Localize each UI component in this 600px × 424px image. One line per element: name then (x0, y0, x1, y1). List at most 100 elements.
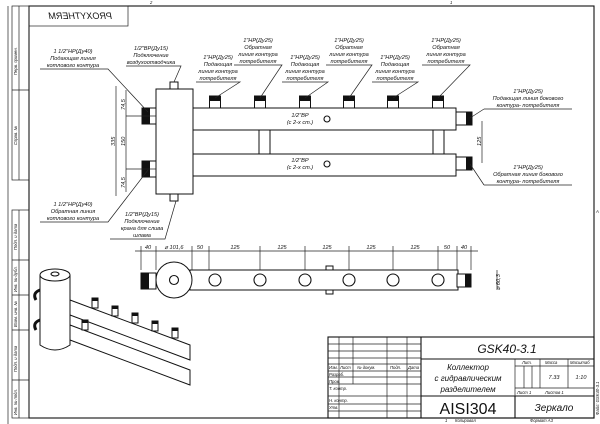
svg-text:Н. контр.: Н. контр. (329, 398, 348, 403)
svg-text:Листов 1: Листов 1 (544, 390, 564, 395)
svg-text:1/2"ВР(Ду15): 1/2"ВР(Ду15) (125, 212, 159, 218)
svg-text:Разраб.: Разраб. (329, 372, 344, 377)
dimension-label: 40 (461, 245, 468, 251)
pipe-connector (432, 129, 445, 155)
side-return-nipple (466, 157, 472, 170)
zone-label: 2 (149, 0, 153, 5)
svg-text:Подающая линия бокового: Подающая линия бокового (493, 96, 564, 102)
dimension-label: 125 (366, 245, 376, 251)
dimension-label: 125 (277, 245, 287, 251)
svg-text:1 1/2"НР(Ду40): 1 1/2"НР(Ду40) (54, 49, 93, 55)
svg-text:котлового контура: котлового контура (47, 216, 99, 222)
svg-text:1"НР(Ду25): 1"НР(Ду25) (380, 55, 410, 61)
svg-text:Пров.: Пров. (329, 379, 340, 384)
svg-text:Лит.: Лит. (521, 360, 532, 365)
svg-text:линия контура: линия контура (284, 69, 324, 75)
svg-text:Утв.: Утв. (329, 405, 339, 410)
outlet-hole (298, 273, 312, 287)
mass-value: 7.33 (549, 375, 561, 381)
svg-text:потребителя: потребителя (287, 76, 324, 82)
svg-text:1/2"ВР: 1/2"ВР (291, 158, 308, 164)
svg-text:котлового контура: котлового контура (47, 63, 99, 69)
product-name: Коллектор (447, 363, 489, 372)
svg-text:потребителя: потребителя (200, 76, 237, 82)
svg-text:потребителя: потребителя (331, 59, 368, 65)
dimension-label: 50 (197, 245, 204, 251)
dimension-label: 125 (410, 245, 420, 251)
svg-text:1"НР(Ду25): 1"НР(Ду25) (334, 38, 364, 44)
svg-text:потребителя: потребителя (240, 59, 277, 65)
svg-text:Подп.: Подп. (390, 365, 401, 370)
dimension-label: ⌀ 60,3 (496, 273, 502, 290)
svg-text:потребителя: потребителя (377, 76, 414, 82)
svg-text:1"НР(Ду25): 1"НР(Ду25) (513, 89, 543, 95)
svg-text:Подключение: Подключение (133, 53, 168, 59)
svg-text:Подающая: Подающая (204, 62, 233, 68)
svg-text:1/2"ВР: 1/2"ВР (291, 113, 308, 119)
dimension-label: 125 (322, 245, 332, 251)
dimension-label: 50 (444, 245, 451, 251)
dimension-label: ⌀ 101,6 (165, 245, 185, 251)
outlet-hole (431, 273, 445, 287)
svg-text:линия контура: линия контура (374, 69, 414, 75)
sensor-port-icon (323, 160, 331, 168)
svg-text:Масса: Масса (545, 360, 558, 365)
dimension-label: 335 (111, 136, 117, 146)
svg-text:Обратная линия бокового: Обратная линия бокового (493, 172, 563, 178)
svg-text:потребителя: потребителя (428, 59, 465, 65)
svg-text:1"НР(Ду25): 1"НР(Ду25) (243, 38, 273, 44)
dimension-label: 125 (477, 136, 483, 146)
dimension-label: 74,5 (121, 98, 127, 110)
svg-text:линия контура: линия контура (237, 52, 277, 58)
pipe-connector (258, 129, 271, 155)
callouts: 1 1/2"НР(Ду40) Подающая линия котлового … (40, 38, 572, 240)
hydraulic-separator (155, 88, 194, 195)
model-name: GSK40-3.1 (477, 342, 536, 356)
outlet-hole (208, 273, 222, 287)
dimension-label: 74,5 (121, 176, 127, 188)
side-supply-nipple (466, 112, 472, 125)
svg-text:Масштаб: Масштаб (570, 360, 590, 365)
svg-text:Обратная: Обратная (244, 45, 272, 51)
svg-text:Дата: Дата (407, 365, 420, 370)
svg-text:1"НР(Ду25): 1"НР(Ду25) (431, 38, 461, 44)
svg-text:Обратная: Обратная (335, 45, 363, 51)
svg-text:1/2"ВР(Ду15): 1/2"ВР(Ду15) (134, 46, 168, 52)
product-name: с гидравлическим (434, 374, 502, 383)
svg-text:воздухоотводчика: воздухоотводчика (127, 60, 176, 66)
air-vent-port (169, 81, 179, 90)
svg-text:контура- потребителя: контура- потребителя (497, 103, 560, 109)
svg-text:Подающая: Подающая (381, 62, 410, 68)
svg-text:(с 2-х ст.): (с 2-х ст.) (287, 120, 313, 126)
outlet-hole (386, 273, 400, 287)
strip-label: Взам. инв. № (13, 301, 18, 327)
svg-text:1"НР(Ду25): 1"НР(Ду25) (513, 165, 543, 171)
svg-text:Подающая линия: Подающая линия (50, 56, 96, 62)
product-name: разделителем (439, 385, 496, 394)
svg-text:Подающая: Подающая (291, 62, 320, 68)
isometric-view (33, 268, 191, 386)
svg-text:шлама: шлама (133, 233, 151, 239)
left-strip: Перв. примен. Справ. № Подп. и дата Инв.… (11, 5, 30, 419)
zone-label: 1 (450, 0, 452, 5)
svg-text:№ докум.: № докум. (357, 365, 375, 370)
svg-text:Копировал: Копировал (455, 418, 476, 423)
brand-logo-text: PROXYTHERM (48, 11, 112, 21)
svg-text:Обратная: Обратная (432, 45, 460, 51)
brand-box: PROXYTHERM (28, 5, 129, 27)
svg-text:1"НР(Ду25): 1"НР(Ду25) (203, 55, 233, 61)
dimension-label: 125 (230, 245, 240, 251)
scale-value: 1:10 (576, 375, 588, 381)
svg-text:Подключение: Подключение (124, 219, 159, 225)
separator-plan (155, 261, 193, 299)
drain-port (169, 193, 179, 202)
svg-text:Т. контр.: Т. контр. (329, 386, 347, 391)
svg-text:линия контура: линия контура (197, 69, 237, 75)
svg-text:1 1/2"НР(Ду40): 1 1/2"НР(Ду40) (54, 202, 93, 208)
svg-text:контура- потребителя: контура- потребителя (497, 179, 560, 185)
svg-text:Формат А3: Формат А3 (530, 418, 554, 423)
svg-text:Лист: Лист (339, 365, 351, 370)
dimension-label: 150 (121, 136, 127, 146)
